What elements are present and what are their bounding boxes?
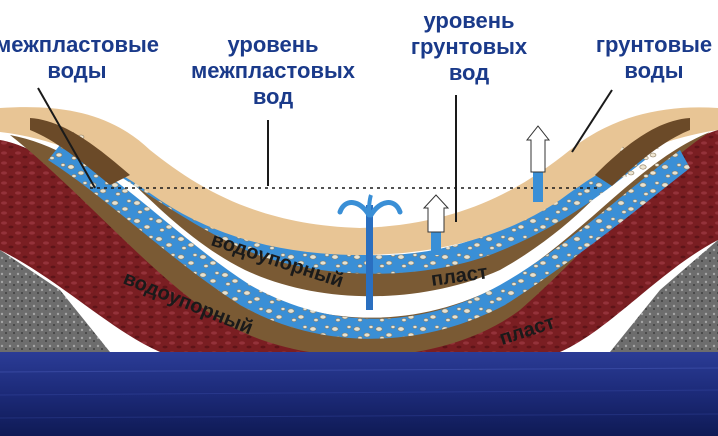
ridge-left [30,118,130,185]
deep-rock-layer [0,130,718,352]
aquiclude-upper [80,135,650,297]
well-deep [533,160,543,202]
ridge-right [595,118,690,186]
label-interstratal-waters: межпластовые воды [0,32,160,83]
arrow-well-deep [525,125,551,173]
gravel-left [0,250,110,352]
pointer-ground-waters [571,89,613,153]
label-ground-level: уровень грунтовых вод [410,8,528,85]
label-interstratal-level: уровень межпластовых вод [190,32,356,109]
artesian-well [366,205,373,310]
well-shallow [431,215,441,255]
fountain-left [337,200,372,218]
arrow-well-shallow [422,194,450,233]
pointer-interstratal-waters [37,87,96,189]
topsoil-layer [0,107,718,256]
sea-reflection [0,352,718,436]
fountain-right [368,200,403,218]
label-ground-waters: грунтовые воды [595,32,713,83]
gravel-right [610,240,718,352]
